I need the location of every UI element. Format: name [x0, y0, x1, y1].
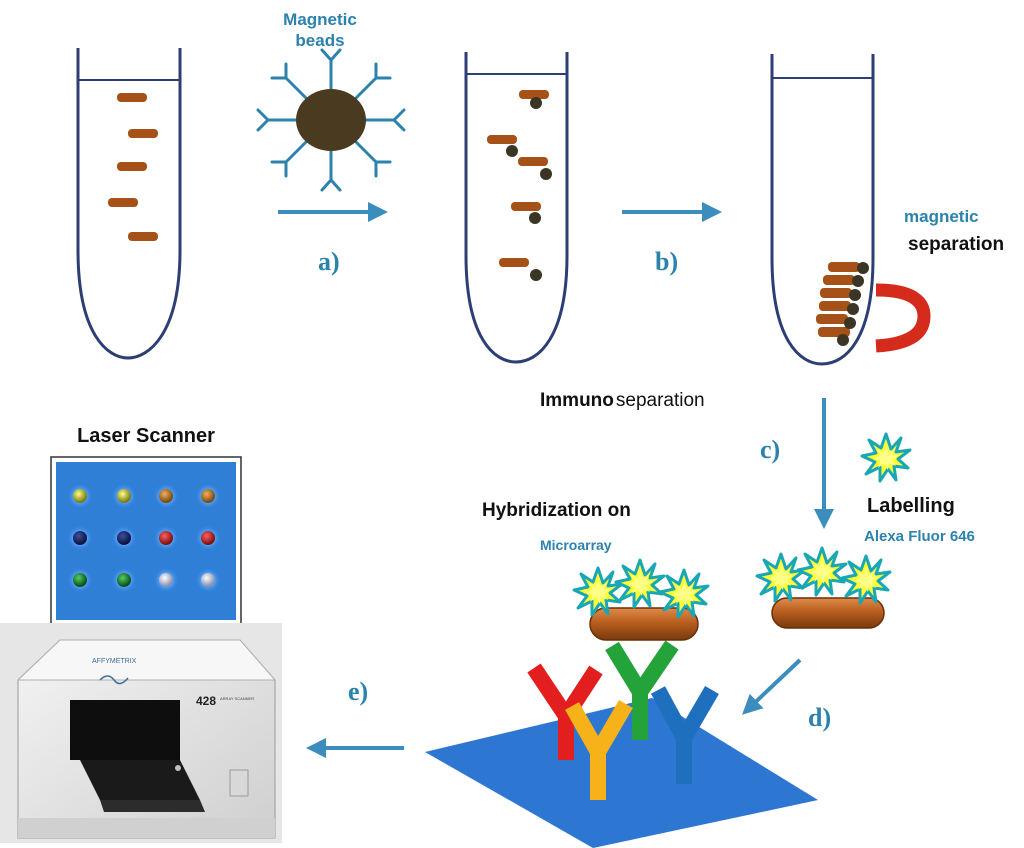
bacterium	[816, 314, 848, 324]
bead	[852, 275, 864, 287]
arrow-d	[742, 658, 802, 715]
laser-scanner-device-icon: AFFYMETRIX 428 ARRAY SCANNER	[0, 623, 282, 843]
alexa-fluor-label: Alexa Fluor 646	[864, 528, 975, 545]
bacterium	[823, 275, 855, 285]
scanner-model: 428	[196, 694, 216, 708]
bead	[837, 334, 849, 346]
labelled-bacterium-bound	[572, 558, 710, 641]
tube-3	[770, 54, 875, 366]
fluorescent-star-icon	[860, 432, 912, 483]
microarray-slide	[425, 698, 818, 848]
bead	[849, 289, 861, 301]
step-d-label: d)	[808, 703, 831, 732]
concentrated-bacteria-tube-3	[816, 262, 869, 346]
bead	[847, 303, 859, 315]
antibody-y-icon-yellow	[565, 699, 633, 800]
scanner-brand: AFFYMETRIX	[92, 658, 137, 665]
bead	[530, 269, 542, 281]
bacterium	[499, 258, 529, 267]
bead	[857, 262, 869, 274]
bacterium	[128, 232, 158, 241]
labelling-label: Labelling	[867, 495, 955, 517]
labelled-bacterium-right	[755, 546, 892, 629]
bead	[529, 212, 541, 224]
fluorescent-star-icon	[614, 558, 666, 609]
bacterium	[820, 288, 852, 298]
step-c-label: c)	[760, 435, 780, 464]
bead-bound-bacteria-tube-2	[487, 90, 552, 281]
bacteria-group-tube-1	[108, 93, 158, 241]
bacterium	[819, 301, 851, 311]
scan-spots	[67, 483, 221, 593]
bead	[506, 145, 518, 157]
bacterium	[128, 129, 158, 138]
bacterium	[511, 202, 541, 211]
antibody-coated-bead-icon	[256, 48, 406, 192]
antibody-y-icon-blue	[650, 685, 719, 784]
bacterium	[519, 90, 549, 99]
separation-label: separation	[908, 234, 1004, 255]
bead	[530, 97, 542, 109]
bacterium	[518, 157, 548, 166]
horseshoe-magnet-icon	[875, 283, 931, 353]
microarray-label: Microarray	[540, 537, 612, 553]
fluorescent-star-icon	[796, 546, 848, 597]
bead	[844, 317, 856, 329]
antibody-y-icon-green	[605, 640, 679, 740]
magnetic-beads-label-line-2: beads	[295, 31, 344, 50]
bead	[540, 168, 552, 180]
step-b-label: b)	[655, 247, 678, 276]
bacterium	[108, 198, 138, 207]
scanner-model-suffix: ARRAY SCANNER	[220, 696, 254, 701]
fluorescent-star-icon	[755, 552, 807, 603]
bacterium	[117, 162, 147, 171]
bacterium	[828, 262, 860, 272]
fluorescent-star-icon	[658, 568, 710, 619]
hybridization-label: Hybridization on	[482, 500, 631, 521]
step-a-label: a)	[318, 247, 340, 276]
laser-scanner-label: Laser Scanner	[77, 425, 215, 447]
fluorescent-star-icon	[840, 554, 892, 605]
bacterium	[487, 135, 517, 144]
step-e-label: e)	[348, 677, 368, 706]
scan-result-panel	[50, 456, 242, 626]
magnetic-label: magnetic	[904, 207, 979, 226]
magnetic-beads-label-line-1: Magnetic	[283, 10, 357, 29]
bacterium	[117, 93, 147, 102]
